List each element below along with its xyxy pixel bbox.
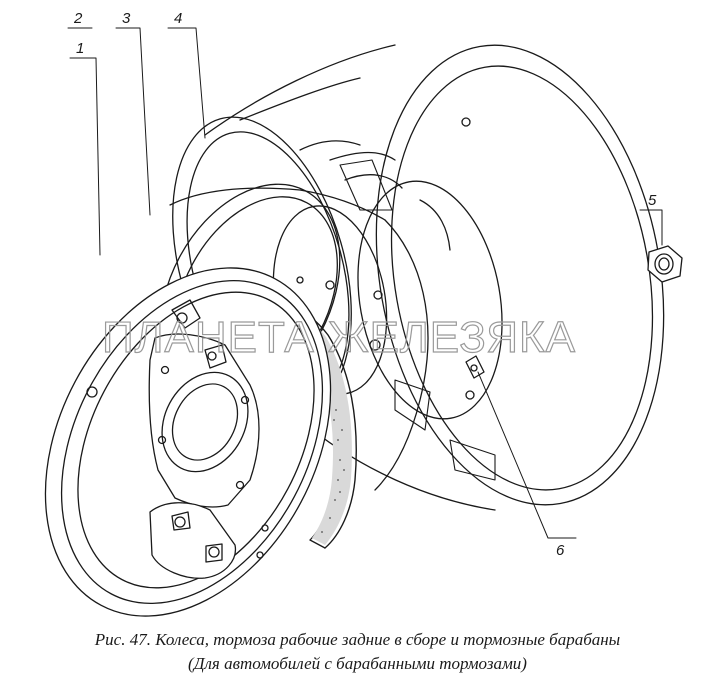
callout-5: 5 xyxy=(648,192,657,209)
brake-backing-plate xyxy=(44,267,332,617)
watermark-text: ПЛАНЕТА ЖЕЛЕЗЯКА xyxy=(102,313,576,362)
callout-4: 4 xyxy=(174,10,182,27)
callout-6: 6 xyxy=(556,542,565,559)
figure-caption-line-1: Рис. 47. Колеса, тормоза рабочие задние … xyxy=(94,630,621,649)
callout-1: 1 xyxy=(76,40,84,57)
figure-caption-line-2: (Для автомобилей с барабанными тормозами… xyxy=(188,654,527,673)
leader-lines xyxy=(67,27,663,539)
callout-3: 3 xyxy=(122,10,131,27)
callout-2: 2 xyxy=(73,10,83,27)
wheel-nut xyxy=(647,245,683,283)
wheel-stud xyxy=(465,355,485,379)
